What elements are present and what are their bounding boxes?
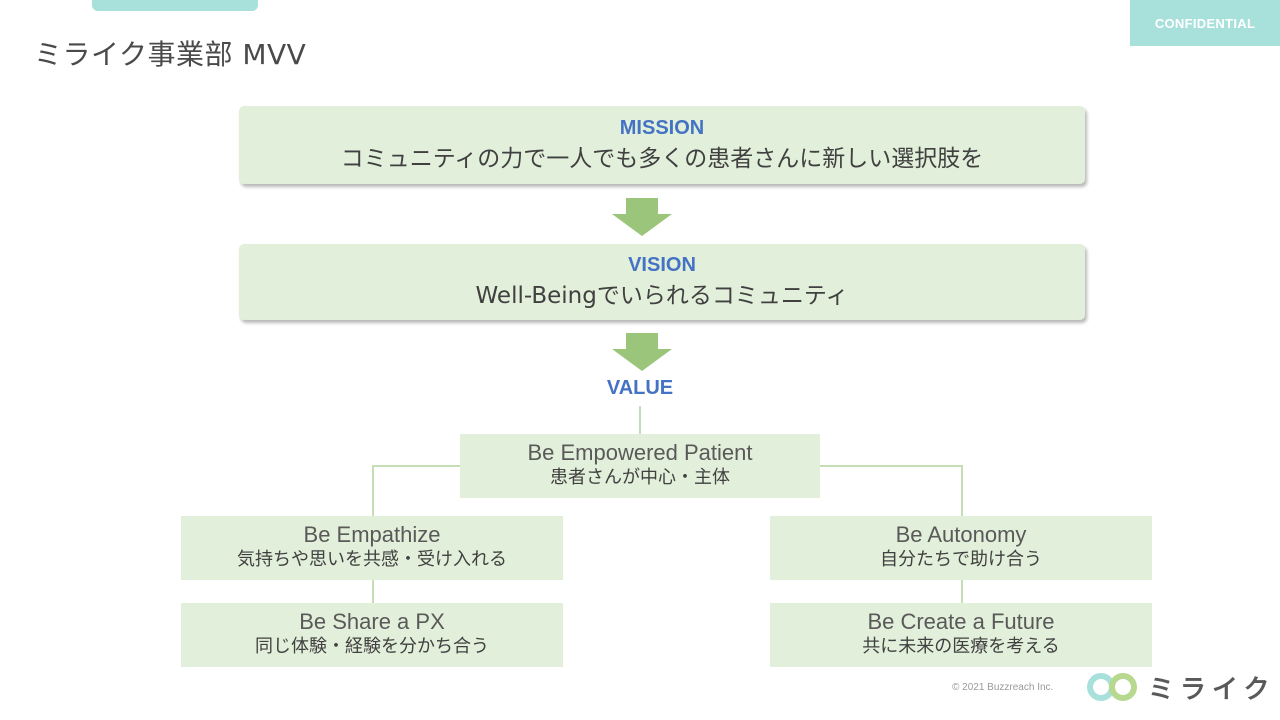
- value-description: 同じ体験・経験を分かち合う: [255, 636, 489, 657]
- logo-wordmark: ミライク: [1148, 674, 1276, 705]
- value-title: Be Empathize: [303, 522, 441, 547]
- confidential-badge: CONFIDENTIAL: [1130, 0, 1280, 46]
- value-title: Be Empowered Patient: [527, 440, 753, 465]
- value-description: 気持ちや思いを共感・受け入れる: [237, 549, 507, 570]
- vision-text: Well-Beingでいられるコミュニティ: [475, 283, 849, 309]
- value-title: Be Create a Future: [867, 609, 1055, 634]
- down-arrow-icon: [612, 333, 672, 371]
- value-title: Be Autonomy: [895, 522, 1027, 547]
- page-title: ミライク事業部 MVV: [34, 38, 307, 71]
- value-box-empowered-patient: Be Empowered Patient 患者さんが中心・主体: [460, 434, 820, 498]
- value-box-create-future: Be Create a Future 共に未来の医療を考える: [770, 603, 1152, 667]
- vision-heading: VISION: [628, 254, 696, 276]
- value-box-empathize: Be Empathize 気持ちや思いを共感・受け入れる: [181, 516, 563, 580]
- copyright-text: © 2021 Buzzreach Inc.: [952, 682, 1054, 693]
- top-accent-tab: [92, 0, 258, 11]
- value-box-share-px: Be Share a PX 同じ体験・経験を分かち合う: [181, 603, 563, 667]
- value-description: 共に未来の医療を考える: [862, 636, 1060, 657]
- down-arrow-icon: [612, 198, 672, 236]
- value-heading: VALUE: [606, 377, 674, 399]
- mission-panel: MISSION コミュニティの力で一人でも多くの患者さんに新しい選択肢を: [239, 106, 1085, 184]
- value-description: 自分たちで助け合う: [880, 549, 1042, 570]
- value-box-autonomy: Be Autonomy 自分たちで助け合う: [770, 516, 1152, 580]
- rings-logo-icon: [1087, 673, 1137, 701]
- value-title: Be Share a PX: [299, 609, 445, 634]
- mission-heading: MISSION: [619, 117, 705, 139]
- value-description: 患者さんが中心・主体: [550, 467, 730, 488]
- vision-panel: VISION Well-Beingでいられるコミュニティ: [239, 244, 1085, 320]
- mission-text: コミュニティの力で一人でも多くの患者さんに新しい選択肢を: [340, 146, 984, 172]
- mirike-logo: ミライク: [1086, 670, 1276, 705]
